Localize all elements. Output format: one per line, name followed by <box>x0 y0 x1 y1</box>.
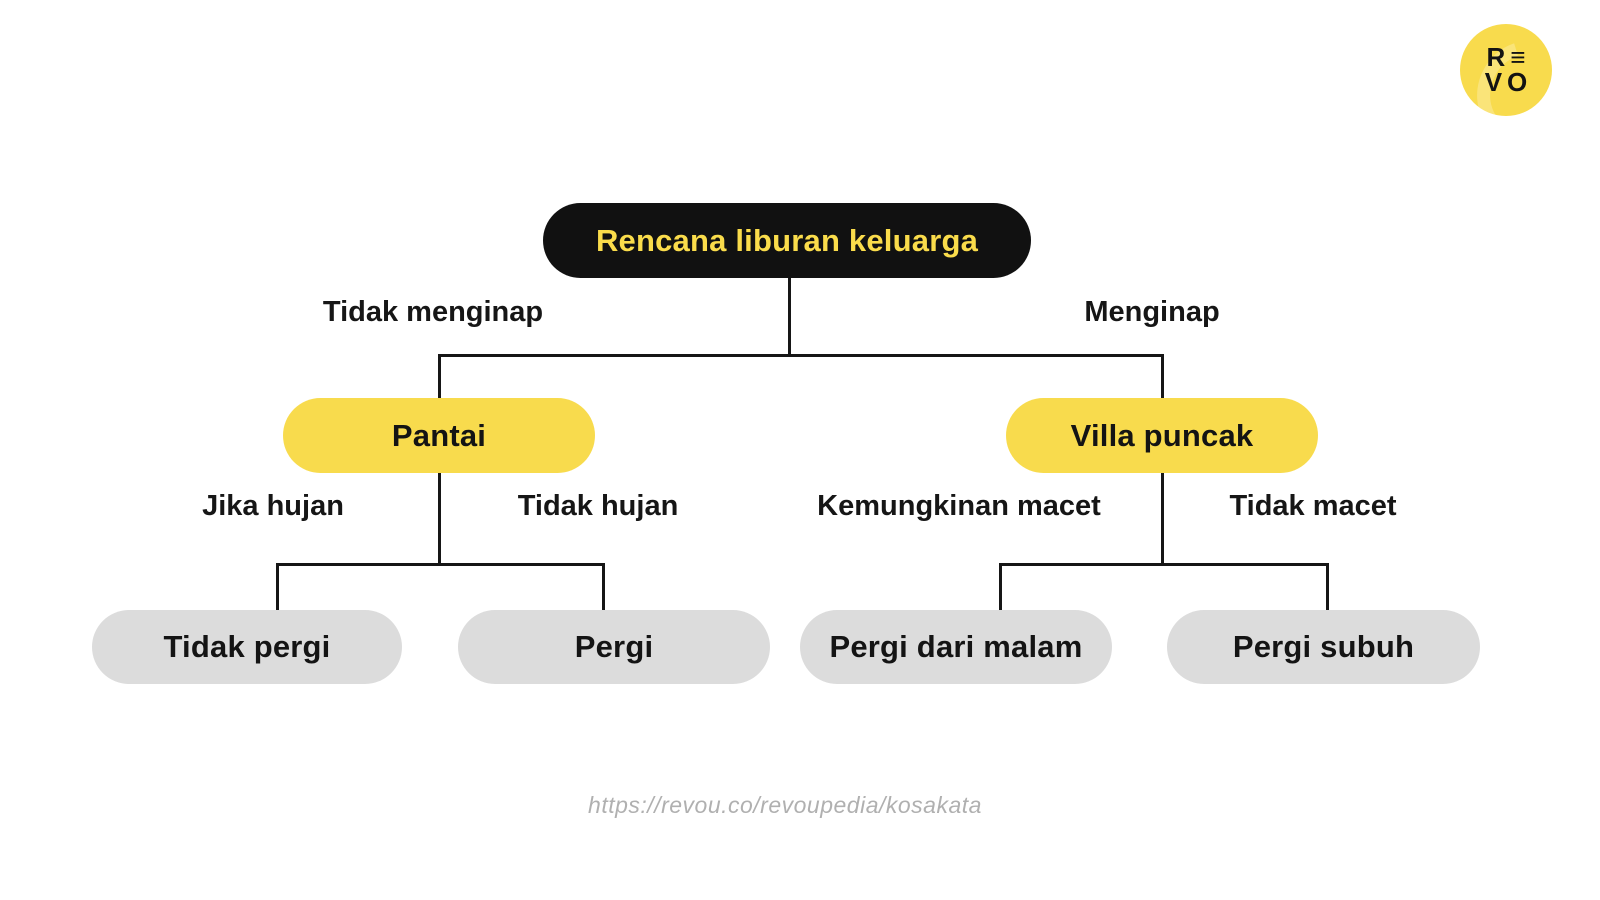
edge-drop-tidak-pergi <box>276 563 279 613</box>
edge-drop-pergi-malam <box>999 563 1002 613</box>
edge-label-menginap: Menginap <box>1084 296 1220 328</box>
logo-wordmark: R≡ VO <box>1480 42 1533 97</box>
node-pergi-subuh: Pergi subuh <box>1167 610 1480 684</box>
node-pergi-subuh-label: Pergi subuh <box>1232 629 1415 664</box>
edge-label-kemungkinan-macet: Kemungkinan macet <box>817 490 1101 522</box>
edge-root-drop <box>788 270 791 357</box>
node-root-label: Rencana liburan keluarga <box>595 222 979 258</box>
edge-villa-feed <box>1161 468 1164 566</box>
source-url-caption: https://revou.co/revoupedia/kosakata <box>588 792 982 818</box>
node-root: Rencana liburan keluarga <box>543 203 1031 278</box>
edge-label-jika-hujan: Jika hujan <box>202 490 344 522</box>
node-pantai: Pantai <box>283 398 595 473</box>
edge-drop-villa <box>1161 354 1164 401</box>
node-tidak-pergi-label: Tidak pergi <box>163 629 331 664</box>
logo-line-2: VO <box>1484 67 1533 97</box>
node-villa-puncak: Villa puncak <box>1006 398 1318 473</box>
edge-level1-connector <box>438 354 1164 357</box>
node-pergi-label: Pergi <box>574 629 654 664</box>
node-villa-puncak-label: Villa puncak <box>1070 417 1254 453</box>
edge-pantai-feed <box>438 468 441 566</box>
edge-label-tidak-hujan: Tidak hujan <box>517 490 679 522</box>
node-tidak-pergi: Tidak pergi <box>92 610 402 684</box>
edge-drop-pergi <box>602 563 605 613</box>
node-pergi-dari-malam: Pergi dari malam <box>800 610 1112 684</box>
node-pergi: Pergi <box>458 610 770 684</box>
edge-label-tidak-macet: Tidak macet <box>1229 490 1397 522</box>
edge-right-connector <box>999 563 1329 566</box>
logo-line-1: R≡ <box>1486 42 1531 73</box>
revou-logo: R≡ VO <box>1460 24 1552 116</box>
edge-label-tidak-menginap: Tidak menginap <box>322 296 544 328</box>
edge-left-connector <box>276 563 605 566</box>
node-pergi-dari-malam-label: Pergi dari malam <box>829 629 1083 664</box>
edge-drop-pergi-subuh <box>1326 563 1329 613</box>
node-pantai-label: Pantai <box>391 417 487 453</box>
edge-drop-pantai <box>438 354 441 401</box>
